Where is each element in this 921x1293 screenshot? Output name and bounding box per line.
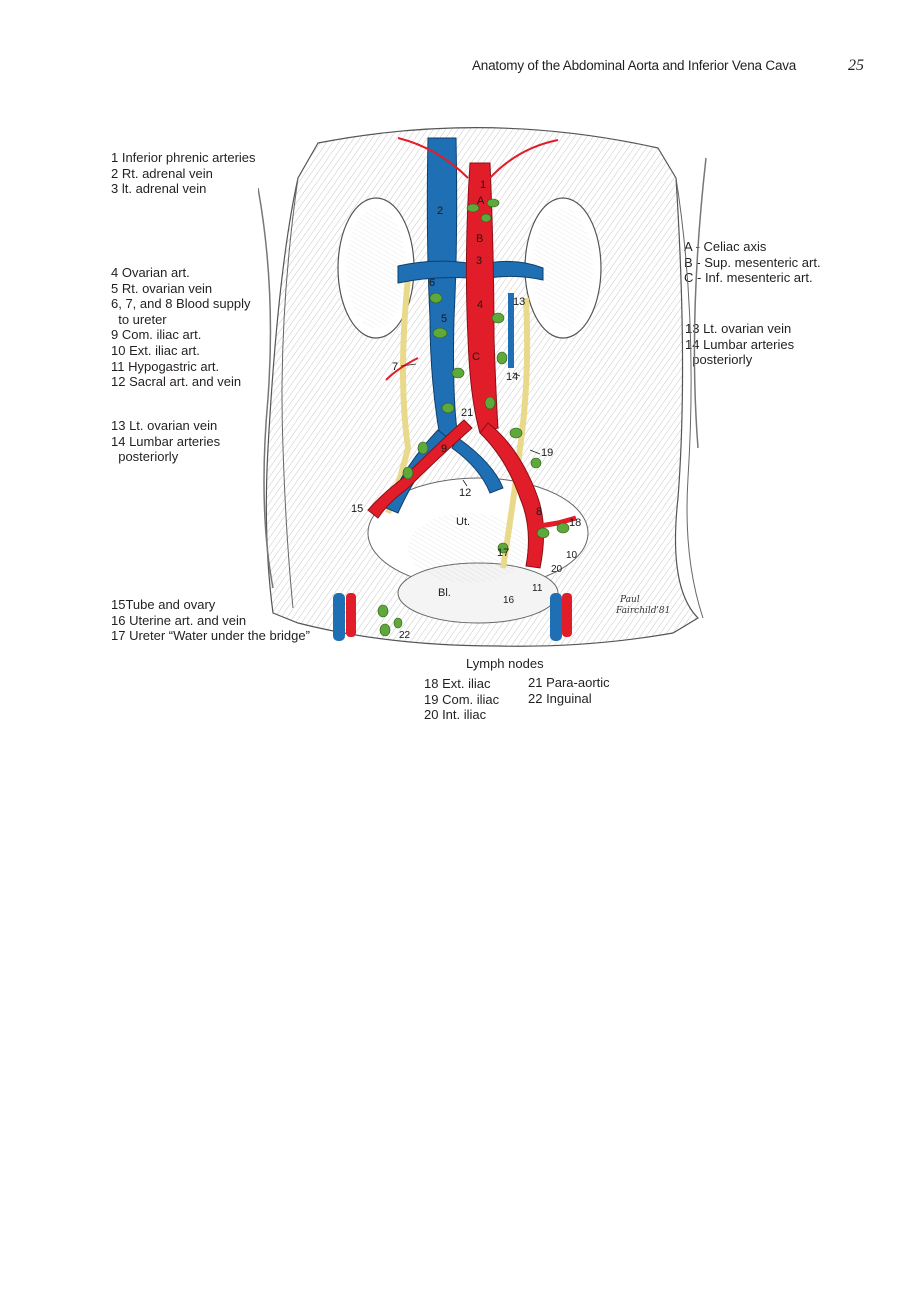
figure-label: Bl.: [438, 587, 451, 599]
figure-label: 18: [569, 517, 581, 529]
legend-item: posteriorly: [685, 352, 753, 368]
lymph-nodes-column-1: 18 Ext. iliac 19 Com. iliac 20 Int. ilia…: [424, 676, 499, 723]
lymph-nodes: [377, 198, 570, 637]
legend-item: C - Inf. mesenteric art.: [684, 270, 813, 286]
legend-item: 5 Rt. ovarian vein: [111, 280, 213, 296]
legend-item: 14 Lumbar arteries: [111, 433, 221, 449]
signature-line: Paul: [619, 595, 640, 605]
figure-label: 16: [503, 595, 515, 606]
abdominal-aorta: [346, 137, 577, 637]
legend-lower: 13 Lt. ovarian vein 14 Lumbar arteries p…: [111, 418, 220, 465]
lymph-nodes-column-2: 21 Para-aortic 22 Inguinal: [528, 675, 610, 706]
legend-right-abc: A - Celiac axis B - Sup. mesenteric art.…: [684, 239, 821, 286]
legend-item: 21 Para-aortic: [528, 675, 610, 690]
figure-label: 11: [532, 583, 543, 594]
figure-label: 12: [459, 487, 471, 499]
figure-label: 20: [551, 564, 563, 575]
figure-label: 1: [480, 179, 486, 191]
artist-signature: Paul Fairchild ’81: [615, 595, 670, 616]
legend-item: 19 Com. iliac: [424, 691, 500, 707]
legend-item: 1 Inferior phrenic arteries: [111, 150, 256, 165]
legend-item: A - Celiac axis: [684, 239, 767, 254]
figure-label: B: [476, 233, 483, 245]
legend-item: 14 Lumbar arteries: [685, 336, 795, 352]
running-header-title: Anatomy of the Abdominal Aorta and Infer…: [472, 58, 797, 73]
figure-label: 15: [351, 503, 363, 515]
figure-label: 19: [541, 447, 553, 459]
legend-item: 13 Lt. ovarian vein: [685, 321, 792, 336]
legend-item: B - Sup. mesenteric art.: [684, 254, 821, 270]
figure-label: 3: [476, 255, 482, 267]
figure-label: A: [477, 195, 485, 207]
figure-label: 10: [566, 550, 578, 561]
page-number: 25: [848, 57, 864, 74]
figure-label: 2: [437, 205, 443, 217]
figure-label: 4: [477, 299, 483, 311]
legend-right-lower: 13 Lt. ovarian vein 14 Lumbar arteries p…: [685, 321, 794, 368]
figure-label: C: [472, 351, 480, 363]
legend-item: 6, 7, and 8 Blood supply: [111, 296, 251, 312]
figure-label: 5: [441, 313, 447, 325]
legend-item: 20 Int. iliac: [424, 707, 487, 723]
legend-item: 17 Ureter “Water under the bridge”: [111, 628, 310, 644]
legend-item: 12 Sacral art. and vein: [111, 374, 242, 390]
legend-bottom: 15Tube and ovary 16 Uterine art. and vei…: [111, 597, 310, 644]
legend-item: 4 Ovarian art.: [111, 265, 190, 280]
legend-item: 18 Ext. iliac: [424, 676, 491, 691]
legend-upper: 1 Inferior phrenic arteries 2 Rt. adrena…: [111, 150, 256, 197]
legend-item: 13 Lt. ovarian vein: [111, 418, 218, 433]
figure-label: 14: [506, 371, 518, 383]
legend-item: 11 Hypogastric art.: [111, 358, 220, 374]
figure-label: 9: [441, 443, 447, 455]
legend-item: posteriorly: [111, 449, 179, 465]
figure-label: 6: [429, 277, 435, 289]
figure-label: 21: [461, 407, 473, 419]
lymph-nodes-title: Lymph nodes: [466, 656, 544, 671]
signature-line: ’81: [656, 606, 670, 616]
figure-label: Ut.: [456, 516, 470, 528]
legend-item: 3 lt. adrenal vein: [111, 181, 207, 197]
figure-label: 13: [513, 296, 525, 308]
legend-item: 10 Ext. iliac art.: [111, 342, 200, 358]
legend-item: 22 Inguinal: [528, 690, 592, 706]
kidneys: [337, 197, 602, 339]
signature-line: Fairchild: [615, 606, 657, 616]
figure-label: 8: [536, 506, 542, 518]
legend-item: 15Tube and ovary: [111, 597, 216, 612]
legend-item: 16 Uterine art. and vein: [111, 612, 247, 628]
figure-label: 22: [399, 630, 411, 641]
figure-label: 17: [497, 547, 509, 559]
anatomy-illustration: 1 A 2 B 3 6 4 13 5 C 7 14 21 9 19 12 15 …: [258, 127, 707, 647]
figure-label: 7: [392, 361, 398, 373]
legend-item: 2 Rt. adrenal vein: [111, 165, 213, 181]
legend-middle: 4 Ovarian art. 5 Rt. ovarian vein 6, 7, …: [111, 265, 251, 390]
legend-item: 9 Com. iliac art.: [111, 327, 202, 343]
legend-item: to ureter: [111, 311, 167, 327]
leader-lines: [400, 363, 541, 487]
